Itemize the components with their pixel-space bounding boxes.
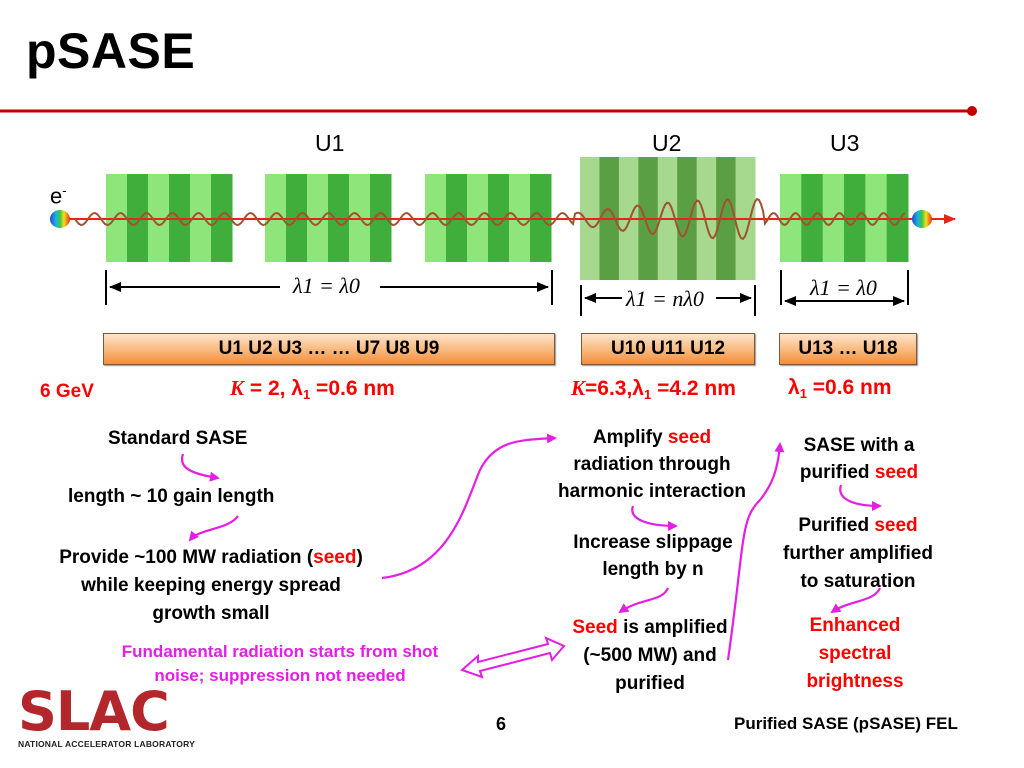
col2-step1-seed: seed bbox=[667, 427, 712, 448]
col2-step2: Increase slippage length by n bbox=[540, 529, 766, 583]
param-u1-rest: = 2, λ bbox=[244, 377, 303, 400]
arrow-length-to-provide bbox=[188, 515, 239, 542]
equation-u3-text: λ1 = λ0 bbox=[810, 275, 877, 300]
col1-step3-d: growth small bbox=[152, 603, 270, 624]
col1-step1: Standard SASE bbox=[108, 428, 248, 449]
col2-step1-a: Amplify bbox=[592, 427, 668, 448]
col2-step3-c: purified bbox=[615, 673, 685, 694]
param-u1-sub: 1 bbox=[302, 387, 311, 402]
electron-sign: - bbox=[62, 183, 67, 198]
electron-bunch-start bbox=[50, 210, 70, 228]
param-u1: K = 2, λ1 =0.6 nm bbox=[230, 376, 395, 402]
col2-step1-b: radiation through bbox=[573, 454, 731, 475]
col2-step1: Amplify seed radiation through harmonic … bbox=[532, 424, 772, 505]
col3-step3: Enhanced spectral brightness bbox=[780, 612, 930, 696]
equation-u3: λ1 = λ0 bbox=[810, 275, 877, 301]
col2-step3: Seed is amplified (~500 MW) and purified bbox=[540, 614, 760, 698]
arrow-sase-to-purified bbox=[839, 484, 882, 511]
arrow-provide-to-amplify bbox=[381, 433, 557, 580]
col3-step2-b: further amplified bbox=[783, 543, 933, 564]
slac-logo-subtext: NATIONAL ACCELERATOR LABORATORY bbox=[18, 739, 195, 749]
col3-step2-a: Purified bbox=[798, 515, 875, 536]
undulator-label-u1: U1 bbox=[315, 130, 345, 156]
col3-step1: SASE with a purified seed bbox=[774, 432, 944, 486]
param-u3-val: =0.6 nm bbox=[806, 376, 892, 399]
param-u2-sub: 1 bbox=[644, 387, 652, 402]
slac-logo-wordmark: SLAC bbox=[18, 680, 170, 743]
equation-u1-text: λ1 = λ0 bbox=[293, 273, 360, 298]
col3-step3-a: Enhanced bbox=[809, 615, 901, 636]
col1-step3-b: ) bbox=[356, 547, 363, 568]
col2-step3-seed: Seed bbox=[572, 617, 618, 638]
col3-step1-a: SASE with a bbox=[803, 435, 915, 456]
col1-step3: Provide ~100 MW radiation (seed) while k… bbox=[26, 544, 396, 628]
col3-step2-seed: seed bbox=[874, 515, 918, 536]
col1-note-line1: Fundamental radiation starts from shot bbox=[121, 642, 439, 661]
col3-step3-c: brightness bbox=[806, 671, 904, 692]
footer-text: Purified SASE (pSASE) FEL bbox=[734, 714, 958, 733]
length-dimension-u1 bbox=[105, 270, 553, 305]
col2-step3-b: (~500 MW) and bbox=[583, 645, 717, 666]
beam-energy: 6 GeV bbox=[40, 381, 94, 402]
slide-title: pSASE bbox=[26, 23, 196, 79]
param-u3-sub: 1 bbox=[799, 386, 807, 401]
col3-step1-seed: seed bbox=[874, 462, 919, 483]
param-u2-rest: =6.3,λ bbox=[585, 377, 644, 400]
param-u1-val: =0.6 nm bbox=[310, 377, 395, 400]
param-u3-rest: λ bbox=[788, 376, 800, 399]
undulator-label-u2: U2 bbox=[652, 130, 682, 156]
col1-step2: length ~ 10 gain length bbox=[68, 486, 275, 507]
double-arrow-note-to-seed bbox=[460, 636, 566, 679]
col1-note-line2: noise; suppression not needed bbox=[154, 666, 406, 685]
col2-step2-b: length by n bbox=[602, 559, 704, 580]
col3-step3-b: spectral bbox=[818, 643, 892, 664]
range-box-u2: U10 U11 U12 bbox=[581, 333, 755, 365]
page-number: 6 bbox=[496, 714, 507, 734]
range-box-u1: U1 U2 U3 … … U7 U8 U9 bbox=[103, 333, 555, 365]
arrow-seed-to-sase bbox=[726, 442, 785, 661]
range-box-u3: U13 … U18 bbox=[779, 333, 917, 365]
electron-label: e- bbox=[50, 183, 67, 209]
arrow-amplify-to-increase bbox=[631, 505, 678, 531]
col2-step1-c: harmonic interaction bbox=[558, 481, 746, 502]
arrow-purified-to-enhanced bbox=[830, 587, 882, 614]
param-u1-k: K bbox=[230, 376, 245, 400]
col1-step3-c: while keeping energy spread bbox=[81, 575, 341, 596]
equation-u2-text: λ1 = nλ0 bbox=[626, 286, 704, 311]
col1-step3-seed: seed bbox=[313, 547, 357, 568]
equation-u2: λ1 = nλ0 bbox=[626, 286, 704, 312]
arrow-increase-to-seed bbox=[618, 587, 670, 614]
radiation-wave bbox=[74, 197, 906, 241]
slac-logo: SLAC NATIONAL ACCELERATOR LABORATORY bbox=[18, 680, 195, 750]
param-u2: K=6.3,λ1 =4.2 nm bbox=[571, 376, 736, 402]
col1-step3-a: Provide ~100 MW radiation ( bbox=[59, 547, 314, 568]
title-underline-dot bbox=[967, 106, 977, 116]
arrow-standard-to-length bbox=[180, 453, 220, 482]
col3-step2-c: to saturation bbox=[800, 571, 916, 592]
param-u3: λ1 =0.6 nm bbox=[788, 376, 892, 401]
undulator-label-u3: U3 bbox=[830, 130, 860, 156]
col2-step2-a: Increase slippage bbox=[573, 532, 733, 553]
col3-step2: Purified seed further amplified to satur… bbox=[762, 512, 954, 596]
length-dimension-u2 bbox=[580, 285, 756, 316]
electron-bunch-end bbox=[912, 210, 932, 228]
col2-step3-a: is amplified bbox=[617, 617, 728, 638]
col1-note: Fundamental radiation starts from shot n… bbox=[90, 640, 470, 688]
col3-step1-b: purified bbox=[799, 462, 875, 483]
param-u2-val: =4.2 nm bbox=[651, 377, 736, 400]
length-dimension-u3 bbox=[780, 270, 909, 306]
electron-symbol: e bbox=[50, 183, 63, 209]
param-u2-k: K bbox=[571, 376, 586, 400]
equation-u1: λ1 = λ0 bbox=[293, 273, 360, 299]
